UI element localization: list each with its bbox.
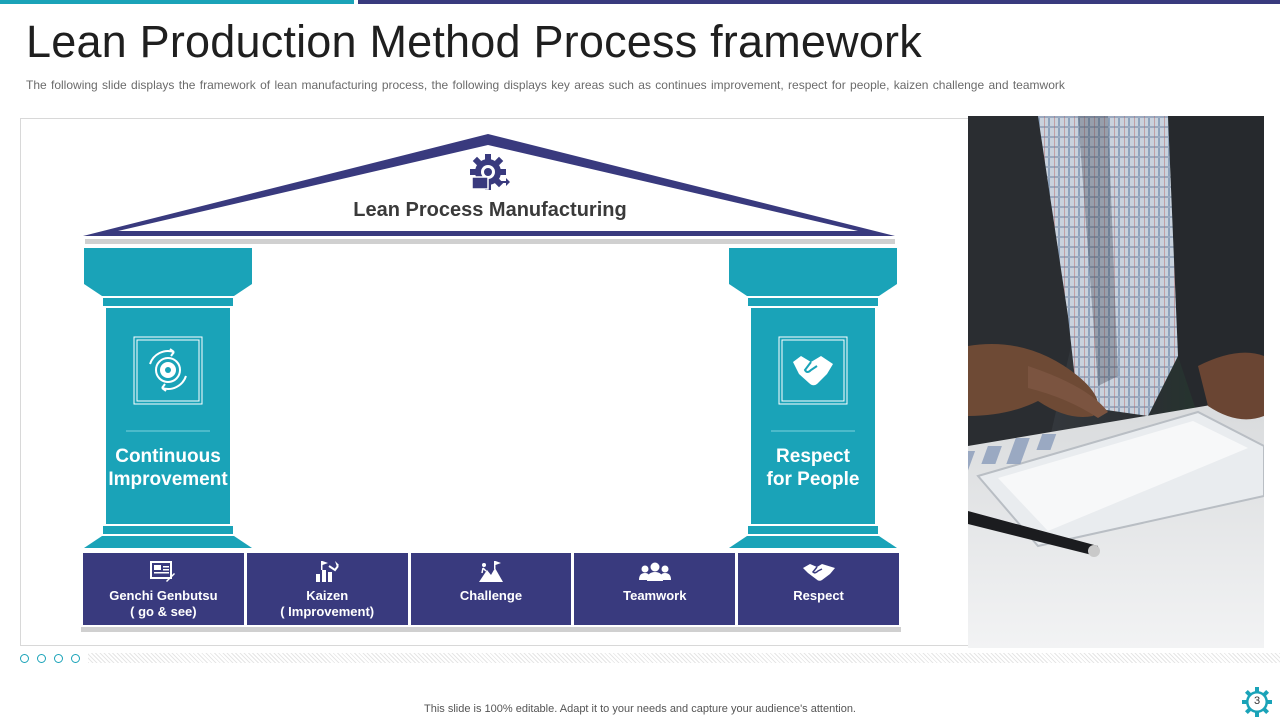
foundation-box-label: Kaizen ( Improvement) (280, 588, 374, 620)
pillar-left (84, 248, 252, 548)
pillar-right-label-line1: Respect (741, 445, 885, 468)
foundation-box-challenge: Challenge (411, 553, 572, 625)
pillar-left-label-line1: Continuous (96, 445, 240, 468)
foundation-box-label-line1: Challenge (460, 588, 522, 604)
foundation-box-label-line1: Respect (793, 588, 844, 604)
foundation-box-label-line2: ( Improvement) (280, 604, 374, 620)
foundation-box-teamwork: Teamwork (574, 553, 735, 625)
pagination-dots (20, 654, 80, 663)
foundation-box-label-line2: ( go & see) (109, 604, 217, 620)
hatched-divider (88, 653, 1280, 663)
temple-diagram (0, 0, 970, 640)
pillar-right (729, 248, 897, 548)
businessman-tablet-photo (968, 116, 1264, 648)
foundation-box-genchi-genbutsu: Genchi Genbutsu ( go & see) (83, 553, 244, 625)
foundation-box-kaizen: Kaizen ( Improvement) (247, 553, 408, 625)
roof-title: Lean Process Manufacturing (270, 199, 710, 222)
pillar-right-label-line2: for People (741, 468, 885, 491)
foundation-base-line (81, 627, 901, 632)
foundation-box-label-line1: Kaizen (280, 588, 374, 604)
foundation-box-label: Genchi Genbutsu ( go & see) (109, 588, 217, 620)
foundation-box-label-line1: Teamwork (623, 588, 686, 604)
footer-note: This slide is 100% editable. Adapt it to… (0, 703, 1280, 715)
handshake-icon (802, 560, 836, 584)
pagination-dot (71, 654, 80, 663)
pillar-right-label: Respect for People (741, 445, 885, 491)
mountain-flag-icon (478, 560, 504, 584)
roof-underline (85, 239, 895, 244)
pillar-left-label: Continuous Improvement (96, 445, 240, 491)
document-icon (150, 560, 176, 584)
pagination-dot (20, 654, 29, 663)
pagination-dot (37, 654, 46, 663)
team-icon (638, 560, 672, 584)
foundation-box-label: Challenge (460, 588, 522, 604)
foundation-box-label: Respect (793, 588, 844, 604)
pillar-left-label-line2: Improvement (96, 468, 240, 491)
pagination-dot (54, 654, 63, 663)
foundation-box-respect: Respect (738, 553, 899, 625)
growth-chart-icon (314, 560, 340, 584)
page-number: 3 (1241, 695, 1273, 707)
foundation-box-label-line1: Genchi Genbutsu (109, 588, 217, 604)
foundation-boxes: Genchi Genbutsu ( go & see) Kaizen ( Imp… (83, 553, 899, 625)
foundation-box-label: Teamwork (623, 588, 686, 604)
